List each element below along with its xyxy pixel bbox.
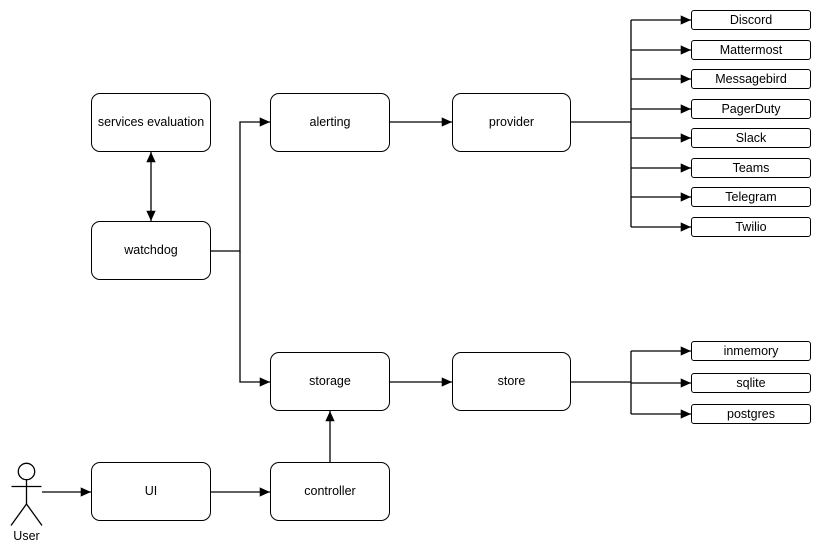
leaf-pagerduty: PagerDuty — [691, 99, 811, 119]
node-watchdog: watchdog — [91, 221, 211, 280]
leaf-teams: Teams — [691, 158, 811, 178]
leaf-slack: Slack — [691, 128, 811, 148]
actor-right-leg — [25, 503, 43, 526]
node-label: store — [497, 374, 526, 388]
edge-watchdog-storage — [239, 251, 270, 387]
node-label: UI — [144, 484, 158, 498]
user-actor-label: User — [13, 529, 40, 543]
leaf-label: Twilio — [735, 220, 767, 234]
node-provider: provider — [452, 93, 571, 152]
node-services-evaluation: services evaluation — [91, 93, 211, 152]
node-label: provider — [488, 115, 535, 129]
leaf-mattermost: Mattermost — [691, 40, 811, 60]
leaf-label: Discord — [729, 13, 773, 27]
node-label: watchdog — [124, 243, 178, 257]
leaf-label: inmemory — [723, 344, 779, 358]
node-controller: controller — [270, 462, 390, 521]
node-label: alerting — [309, 115, 351, 129]
node-label: controller — [304, 484, 356, 498]
node-ui: UI — [91, 462, 211, 521]
leaf-inmemory: inmemory — [691, 341, 811, 361]
actor-left-leg — [10, 503, 28, 526]
node-label: storage — [309, 374, 351, 388]
leaf-label: postgres — [727, 407, 775, 421]
user-actor-figure — [10, 462, 43, 526]
leaf-telegram: Telegram — [691, 187, 811, 207]
leaf-label: Teams — [732, 161, 770, 175]
leaf-twilio: Twilio — [691, 217, 811, 237]
leaf-postgres: postgres — [691, 404, 811, 424]
leaf-messagebird: Messagebird — [691, 69, 811, 89]
leaf-label: Telegram — [725, 190, 777, 204]
leaf-label: Slack — [735, 131, 767, 145]
leaf-label: PagerDuty — [721, 102, 781, 116]
node-storage: storage — [270, 352, 390, 411]
edge-watchdog-alerting — [211, 117, 270, 252]
leaf-label: Mattermost — [719, 43, 783, 57]
node-store: store — [452, 352, 571, 411]
actor-head — [17, 462, 36, 481]
leaf-discord: Discord — [691, 10, 811, 30]
leaf-sqlite: sqlite — [691, 373, 811, 393]
node-alerting: alerting — [270, 93, 390, 152]
leaf-label: Messagebird — [715, 72, 787, 86]
leaf-label: sqlite — [736, 376, 766, 390]
node-label: services evaluation — [97, 115, 205, 129]
